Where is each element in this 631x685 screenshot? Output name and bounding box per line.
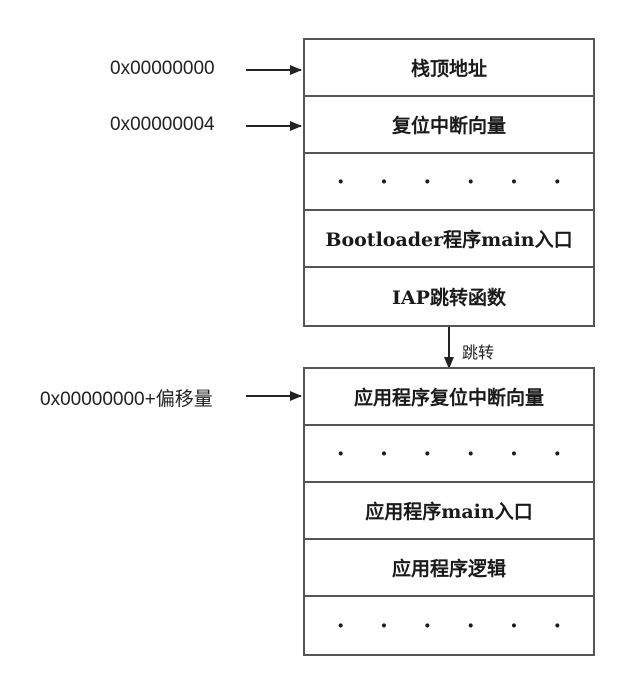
cell-reset-vector: 复位中断向量 [305,97,593,154]
cell-app-reset-vector: 应用程序复位中断向量 [305,369,593,426]
cell-iap-jump-function: IAP跳转函数 [392,287,506,309]
address-label-0: 0x00000000 [110,58,215,79]
cell-ellipsis: · · · · · · [305,154,593,211]
jump-label: 跳转 [462,345,495,362]
cell-app-logic: 应用程序逻辑 [305,540,593,597]
application-memory-stack: 应用程序复位中断向量 · · · · · · 应用程序main入口 应用程序逻辑… [303,367,595,656]
cell-app-main: 应用程序main入口 [305,483,593,540]
bootloader-memory-stack: 栈顶地址 复位中断向量 · · · · · · Bootloader程序main… [303,38,595,327]
cell-stack-top-address: 栈顶地址 [305,40,593,97]
address-label-offset: 0x00000000+偏移量 [40,389,213,410]
cell-ellipsis: · · · · · · [336,612,576,639]
address-label-4: 0x00000004 [110,114,215,135]
cell-ellipsis: · · · · · · [305,426,593,483]
cell-bootloader-main: Bootloader程序main入口 [305,211,593,268]
